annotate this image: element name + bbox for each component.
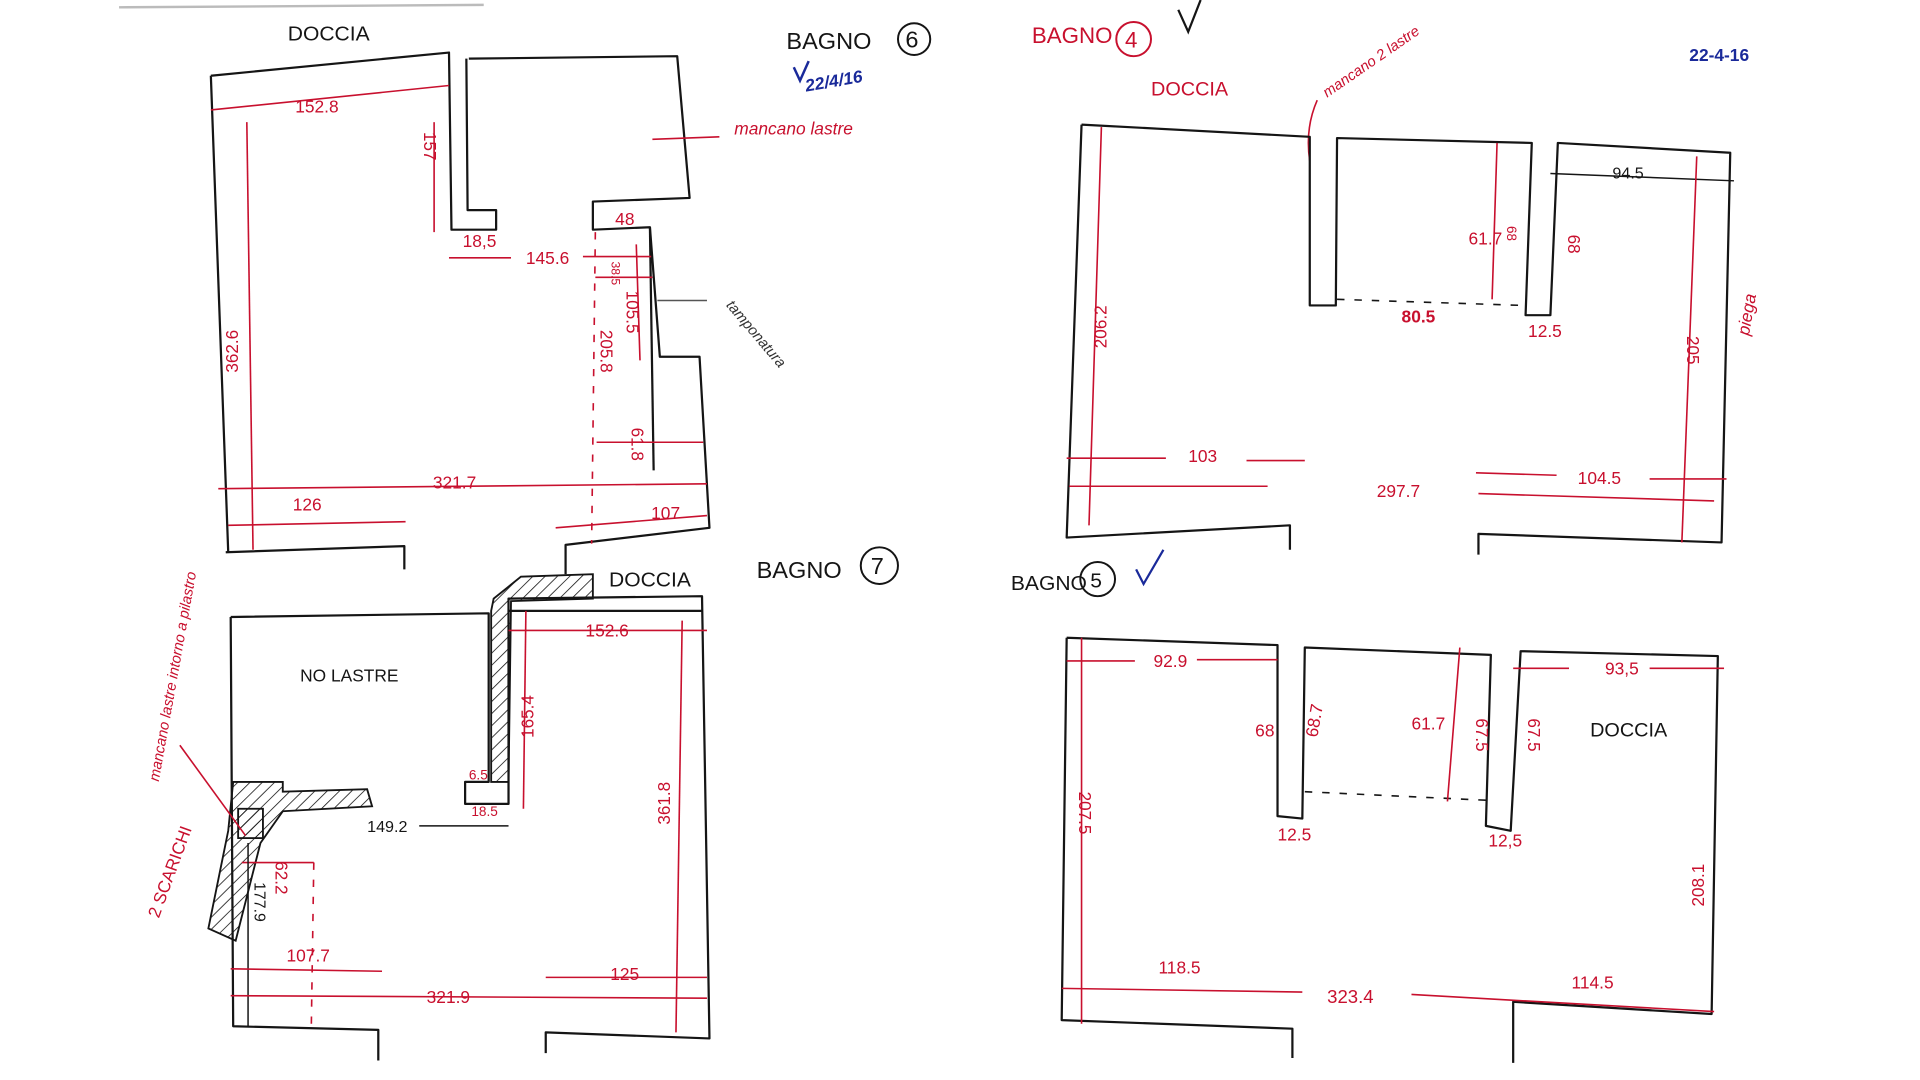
bagno-5-number: 5: [1090, 570, 1102, 593]
note-drains: 2 SCARICHI: [144, 823, 196, 920]
note-missing-tiles: mancano 2 lastre: [1320, 23, 1423, 100]
dim-label: 67.5: [1472, 718, 1492, 751]
dim-label: 92.9: [1153, 651, 1187, 671]
bagno-5-shower-label: DOCCIA: [1590, 720, 1668, 742]
dim-label: 68.7: [1301, 702, 1327, 738]
dim-label: 165.4: [517, 695, 537, 738]
bagno-4-number: 4: [1125, 28, 1137, 53]
dim-label: 208.1: [1688, 864, 1708, 907]
dim-label: 145.6: [526, 248, 569, 268]
check-mark-icon: [1135, 549, 1165, 587]
check-mark-icon: [1177, 0, 1202, 35]
dim-label: 321.9: [427, 987, 470, 1007]
room-number-circle: [1079, 561, 1117, 598]
bagno-6-title: BAGNO: [786, 28, 871, 54]
bagno-6-check-date: 22/4/16: [802, 66, 864, 96]
note-side: tamponatura: [722, 298, 788, 371]
dim-label: 149.2: [367, 819, 407, 836]
dim-label: 68: [1255, 721, 1274, 741]
dim-label: 361.8: [654, 782, 674, 825]
dim-label: 125: [610, 964, 639, 984]
dim-label: 62.2: [271, 861, 291, 894]
room-number-circle: [859, 546, 899, 585]
dim-label: 103: [1188, 446, 1217, 466]
dim-label: 12.5: [1528, 321, 1562, 341]
bagno-7-shower-label: DOCCIA: [609, 569, 691, 592]
dim-label: 362.6: [222, 330, 242, 373]
dim-label: 67.5: [1524, 718, 1544, 751]
dim-label: 48: [615, 209, 634, 229]
note-missing-tiles: mancano lastre: [734, 119, 853, 139]
dim-label: 206.2: [1090, 305, 1110, 348]
bagno-7-title: BAGNO: [757, 557, 842, 583]
dim-label: 94.5: [1612, 165, 1643, 182]
room-number-circle: [896, 22, 932, 56]
dim-label: 68: [1564, 235, 1584, 254]
dim-label: 114.5: [1571, 972, 1613, 992]
dim-label: 205: [1683, 336, 1703, 365]
dim-label: 61.8: [627, 428, 647, 461]
dim-label: 107.7: [287, 946, 330, 966]
dim-label: 107: [651, 503, 680, 523]
dim-label: 61.7: [1469, 228, 1503, 248]
bagno-6-plan: BAGNO 6 22/4/16 DOCCIA 152.8 157 18,5 14…: [209, 22, 932, 575]
scan-edge: [119, 3, 484, 9]
bagno-7-plan: BAGNO 7 DOCCIA NO LASTRE 152.6 165.4 6.5…: [144, 546, 899, 1061]
dim-label: 205.8: [596, 330, 616, 373]
bagno-6-number: 6: [905, 27, 918, 53]
dim-label: 104.5: [1578, 468, 1621, 488]
dim-label: 152.6: [585, 621, 628, 641]
dim-label: 105.5: [622, 291, 642, 334]
dim-label: 126: [293, 495, 322, 515]
dim-label: 323.4: [1327, 986, 1374, 1007]
bagno-4-shower-label: DOCCIA: [1151, 78, 1229, 100]
dim-label: 38.5: [608, 261, 622, 285]
bagno-7-number: 7: [871, 553, 884, 579]
dim-label: 93,5: [1605, 659, 1639, 679]
dim-label: 80.5: [1402, 307, 1436, 327]
bagno-6-shower-label: DOCCIA: [288, 22, 370, 45]
dim-label: 118.5: [1158, 958, 1200, 978]
dim-label: 61.7: [1411, 713, 1445, 733]
note-fold: piega: [1733, 292, 1760, 338]
bagno-5-title: BAGNO: [1011, 572, 1087, 595]
dim-label: 12,5: [1488, 831, 1522, 851]
dim-label: 321.7: [433, 473, 476, 493]
dim-label: 18.5: [471, 804, 498, 819]
dim-label: 68: [1504, 226, 1519, 241]
note-missing-tiles: mancano lastre intorno a pilastro: [147, 570, 200, 782]
dim-label: 6.5: [469, 768, 488, 783]
bagno-4-date: 22-4-16: [1689, 45, 1749, 65]
dim-label: 12.5: [1278, 825, 1312, 845]
room-number-circle: [1115, 21, 1152, 58]
check-mark-icon: [792, 60, 810, 84]
dim-label: 18,5: [463, 231, 497, 251]
bagno-5-plan: BAGNO 5 DOCCIA 92.9 93,5 68 68.7 61.7 67…: [1011, 549, 1725, 1063]
dim-label: 207.5: [1075, 792, 1095, 835]
bagno-4-plan: BAGNO 4 22-4-16 DOCCIA mancano 2 lastre …: [1032, 0, 1760, 555]
bagno-7-room-note: NO LASTRE: [300, 666, 398, 686]
dim-label: 297.7: [1377, 481, 1420, 501]
dim-label: 157: [420, 132, 440, 161]
dim-label: 152.8: [295, 97, 338, 117]
dim-label: 177.9: [250, 882, 267, 922]
bagno-4-title: BAGNO: [1032, 23, 1113, 48]
